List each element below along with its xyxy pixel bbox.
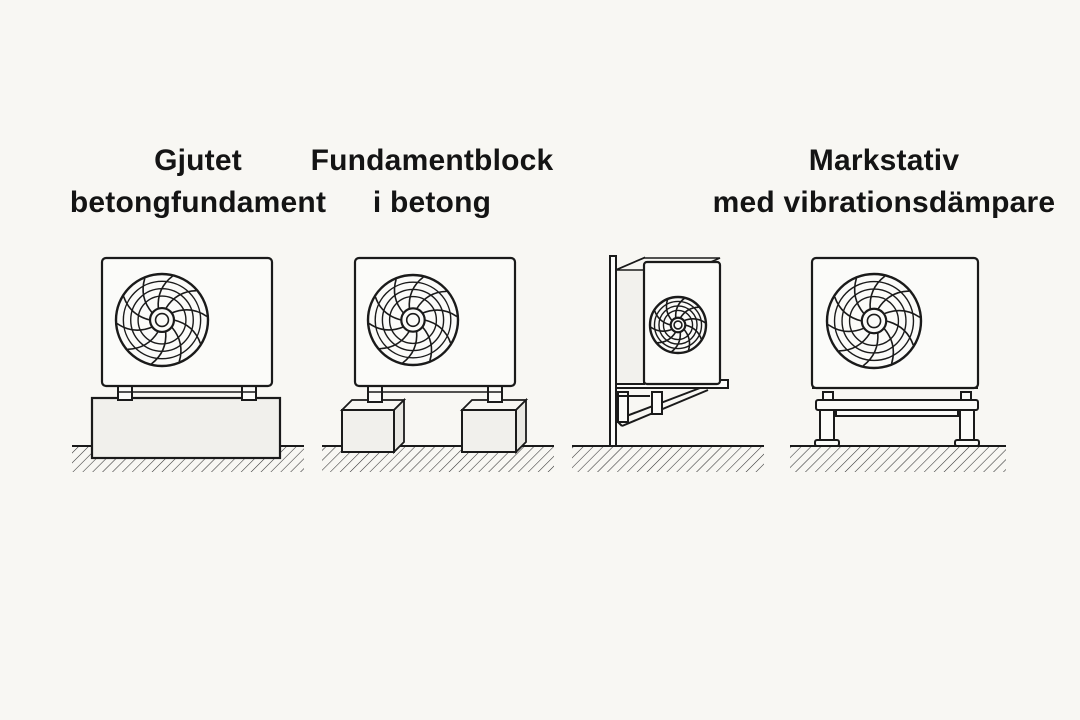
label-cast-foundation-line1: Gjutet xyxy=(154,144,242,177)
fan-icon xyxy=(114,272,210,368)
label-ground-stand-line2: med vibrationsdämpare xyxy=(712,186,1056,219)
vibration-damper xyxy=(822,391,834,401)
vibration-damper xyxy=(960,391,972,401)
fan-icon xyxy=(648,295,708,355)
label-ground-stand-line1: Markstativ xyxy=(808,144,960,177)
fan-icon xyxy=(825,272,923,370)
panel-concrete-blocks xyxy=(322,256,554,472)
label-concrete-blocks-line2: i betong xyxy=(372,186,492,219)
label-ground-stand: Markstativ med vibrationsdämpare xyxy=(688,140,1080,224)
vibration-damper xyxy=(954,439,980,447)
panel-ground-stand xyxy=(790,256,1006,472)
label-concrete-blocks: Fundamentblock i betong xyxy=(282,140,582,224)
concrete-block-right xyxy=(459,397,529,455)
vibration-damper xyxy=(814,439,840,447)
ground-stand xyxy=(814,391,980,447)
label-concrete-blocks-line1: Fundamentblock xyxy=(310,144,554,177)
panel-cast-foundation xyxy=(72,256,304,472)
label-cast-foundation: Gjutet betongfundament xyxy=(38,140,358,224)
hatched-ground xyxy=(790,446,1006,472)
cast-concrete-slab xyxy=(90,396,282,460)
fan-icon xyxy=(366,273,460,367)
concrete-block-left xyxy=(339,397,407,455)
panel-wall-bracket xyxy=(572,255,764,472)
label-cast-foundation-line2: betongfundament xyxy=(69,186,327,219)
wall-bracket xyxy=(615,379,729,427)
hatched-ground xyxy=(572,446,764,472)
